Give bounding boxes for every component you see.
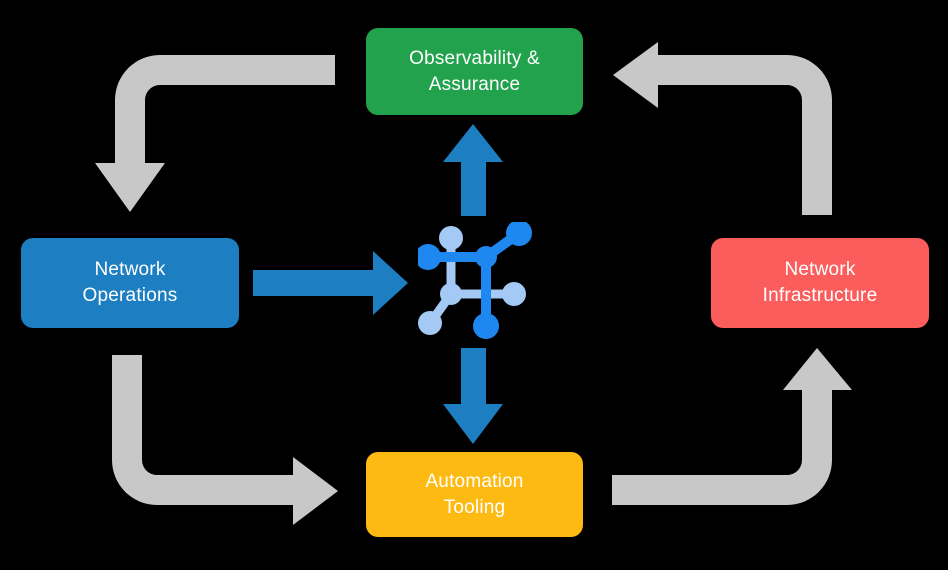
node-automation-tooling-label: Automation Tooling (425, 470, 524, 518)
connector-core-to-automation (443, 348, 503, 444)
node-observability-assurance[interactable]: Observability & Assurance (366, 28, 583, 115)
node-observability-assurance-label: Observability & Assurance (409, 47, 540, 95)
connector-automation-to-infrastructure (612, 348, 852, 505)
node-network-operations[interactable]: Network Operations (21, 238, 239, 328)
node-network-infrastructure[interactable]: Network Infrastructure (711, 238, 929, 328)
network-icon-secondary-nodes (418, 226, 526, 335)
node-network-operations-label: Network Operations (82, 259, 178, 306)
connector-observability-to-operations (95, 55, 335, 212)
connector-infrastructure-to-observability (613, 42, 832, 215)
connector-operations-to-core (253, 251, 408, 315)
network-topology-icon (418, 222, 532, 339)
connector-operations-to-automation (112, 355, 338, 525)
connector-core-to-observability (443, 124, 503, 216)
node-automation-tooling[interactable]: Automation Tooling (366, 452, 583, 537)
node-network-infrastructure-label: Network Infrastructure (762, 259, 878, 306)
network-icon-primary-nodes (418, 222, 532, 339)
